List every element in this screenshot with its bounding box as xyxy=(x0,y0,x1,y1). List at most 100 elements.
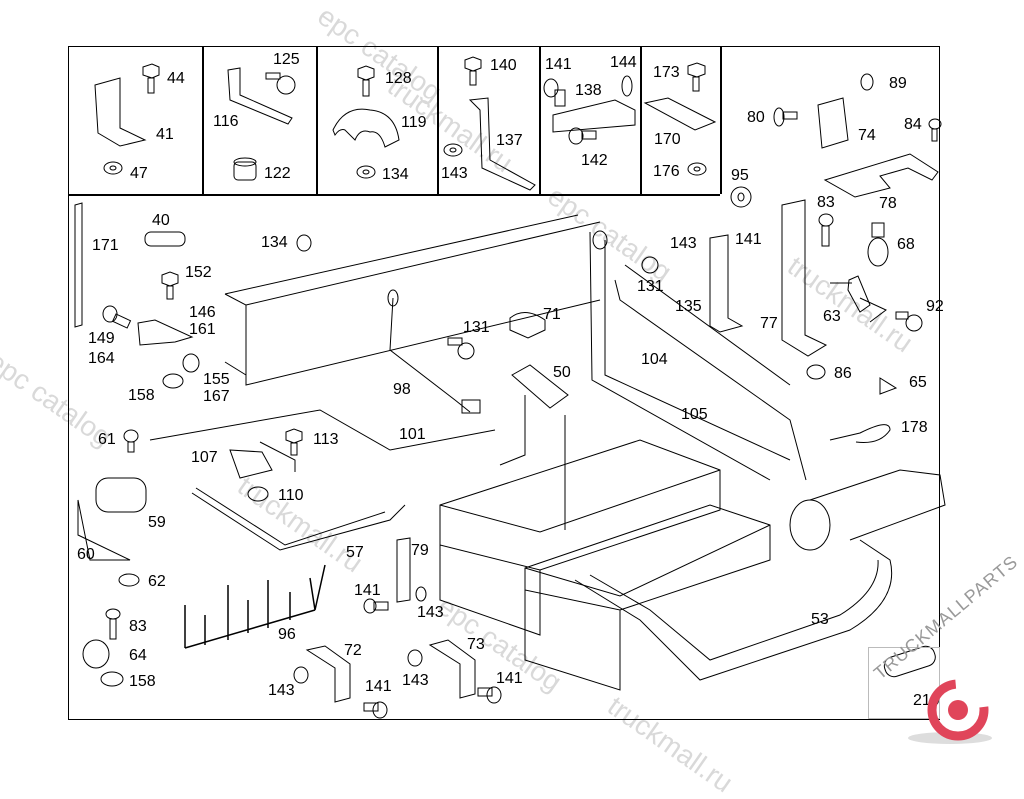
callout-label[interactable]: 74 xyxy=(858,127,876,144)
callout-label[interactable]: 61 xyxy=(98,431,116,448)
callout-label[interactable]: 141 xyxy=(354,582,381,599)
callout-label[interactable]: 142 xyxy=(581,152,608,169)
connector-50-drawing xyxy=(511,364,569,409)
callout-label[interactable]: 92 xyxy=(926,298,944,315)
callout-label[interactable]: 143 xyxy=(441,165,468,182)
bolt-141d-drawing xyxy=(363,701,388,719)
callout-label[interactable]: 119 xyxy=(401,114,427,131)
callout-label[interactable]: 60 xyxy=(77,546,95,563)
callout-label[interactable]: 78 xyxy=(879,195,897,212)
bolt-141-drawing xyxy=(543,78,566,107)
callout-label[interactable]: 146 xyxy=(189,304,216,321)
screw-84-drawing xyxy=(928,118,942,142)
callout-label[interactable]: 164 xyxy=(88,350,115,367)
callout-label[interactable]: 71 xyxy=(543,306,561,323)
callout-label[interactable]: 65 xyxy=(909,374,927,391)
callout-label[interactable]: 149 xyxy=(88,330,115,347)
sensor-68-drawing xyxy=(867,222,889,267)
stud-40-drawing xyxy=(144,231,186,247)
callout-label[interactable]: 83 xyxy=(817,194,835,211)
callout-label[interactable]: 113 xyxy=(313,431,339,448)
callout-label[interactable]: 86 xyxy=(834,365,852,382)
callout-label[interactable]: 59 xyxy=(148,514,166,531)
callout-label[interactable]: 161 xyxy=(189,321,216,338)
cable-57-drawing xyxy=(191,487,406,551)
callout-label[interactable]: 143 xyxy=(417,604,444,621)
callout-label[interactable]: 98 xyxy=(393,381,411,398)
callout-label[interactable]: 155 xyxy=(203,371,230,388)
callout-label[interactable]: 73 xyxy=(467,636,485,653)
washer-89-drawing xyxy=(860,73,874,91)
callout-label[interactable]: 141 xyxy=(365,678,392,695)
bracket-41-drawing xyxy=(94,77,147,147)
callout-label[interactable]: 72 xyxy=(344,642,362,659)
callout-label[interactable]: 125 xyxy=(273,51,300,68)
callout-label[interactable]: 107 xyxy=(191,449,218,466)
bracket-146-drawing xyxy=(137,319,194,346)
grommet-62-drawing xyxy=(118,573,140,587)
callout-label[interactable]: 158 xyxy=(129,673,156,690)
callout-label[interactable]: 143 xyxy=(402,672,429,689)
callout-label[interactable]: 116 xyxy=(213,113,239,130)
callout-label[interactable]: 96 xyxy=(278,626,296,643)
callout-label[interactable]: 167 xyxy=(203,388,230,405)
callout-label[interactable]: 41 xyxy=(156,126,174,143)
cable-104-drawing xyxy=(589,231,791,481)
callout-label[interactable]: 176 xyxy=(653,163,680,180)
mount-64-drawing xyxy=(82,639,110,669)
callout-label[interactable]: 79 xyxy=(411,542,429,559)
callout-label[interactable]: 170 xyxy=(654,131,681,148)
callout-label[interactable]: 152 xyxy=(185,264,212,281)
callout-label[interactable]: 158 xyxy=(128,387,155,404)
valve-63-drawing xyxy=(830,275,887,323)
callout-label[interactable]: 64 xyxy=(129,647,147,664)
grommet-158b-drawing xyxy=(100,671,124,687)
callout-label[interactable]: 77 xyxy=(760,315,778,332)
callout-label[interactable]: 143 xyxy=(268,682,295,699)
callout-label[interactable]: 178 xyxy=(901,419,928,436)
callout-label[interactable]: 135 xyxy=(675,298,702,315)
callout-label[interactable]: 131 xyxy=(637,278,664,295)
callout-label[interactable]: 83 xyxy=(129,618,147,635)
callout-label[interactable]: 104 xyxy=(641,351,668,368)
callout-label[interactable]: 89 xyxy=(889,75,907,92)
callout-label[interactable]: 84 xyxy=(904,116,922,133)
callout-label[interactable]: 171 xyxy=(92,237,119,254)
cable-98-terminal xyxy=(387,289,481,414)
bolt-140-drawing xyxy=(464,56,482,86)
battery-1-drawing xyxy=(439,439,721,636)
callout-label[interactable]: 134 xyxy=(261,234,288,251)
callout-label[interactable]: 105 xyxy=(681,406,708,423)
callout-label[interactable]: 144 xyxy=(610,54,637,71)
callout-label[interactable]: 131 xyxy=(463,319,490,336)
callout-label[interactable]: 40 xyxy=(152,212,170,229)
callout-label[interactable]: 143 xyxy=(670,235,697,252)
callout-label[interactable]: 122 xyxy=(264,165,291,182)
callout-label[interactable]: 140 xyxy=(490,57,517,74)
callout-label[interactable]: 62 xyxy=(148,573,166,590)
washer-134-drawing xyxy=(296,234,312,252)
callout-label[interactable]: 68 xyxy=(897,236,915,253)
callout-label[interactable]: 141 xyxy=(496,670,523,687)
callout-label[interactable]: 101 xyxy=(399,426,426,443)
callout-label[interactable]: 80 xyxy=(747,109,765,126)
callout-label[interactable]: 44 xyxy=(167,70,185,87)
bracket-74-drawing xyxy=(817,97,849,149)
callout-label[interactable]: 53 xyxy=(811,611,829,628)
cell-divider xyxy=(539,46,541,194)
callout-label[interactable]: 57 xyxy=(346,544,364,561)
callout-label[interactable]: 173 xyxy=(653,64,680,81)
callout-label[interactable]: 141 xyxy=(735,231,762,248)
callout-label[interactable]: 128 xyxy=(385,70,412,87)
callout-label[interactable]: 137 xyxy=(496,132,523,149)
callout-label[interactable]: 138 xyxy=(575,82,602,99)
callout-label[interactable]: 110 xyxy=(278,487,304,504)
callout-label[interactable]: 63 xyxy=(823,308,841,325)
cable-105-drawing xyxy=(614,264,807,481)
callout-label[interactable]: 141 xyxy=(545,56,572,73)
callout-label[interactable]: 50 xyxy=(553,364,571,381)
callout-label[interactable]: 95 xyxy=(731,167,749,184)
callout-label[interactable]: 47 xyxy=(130,165,148,182)
callout-label[interactable]: 134 xyxy=(382,166,409,183)
bolt-131-drawing xyxy=(447,337,475,360)
